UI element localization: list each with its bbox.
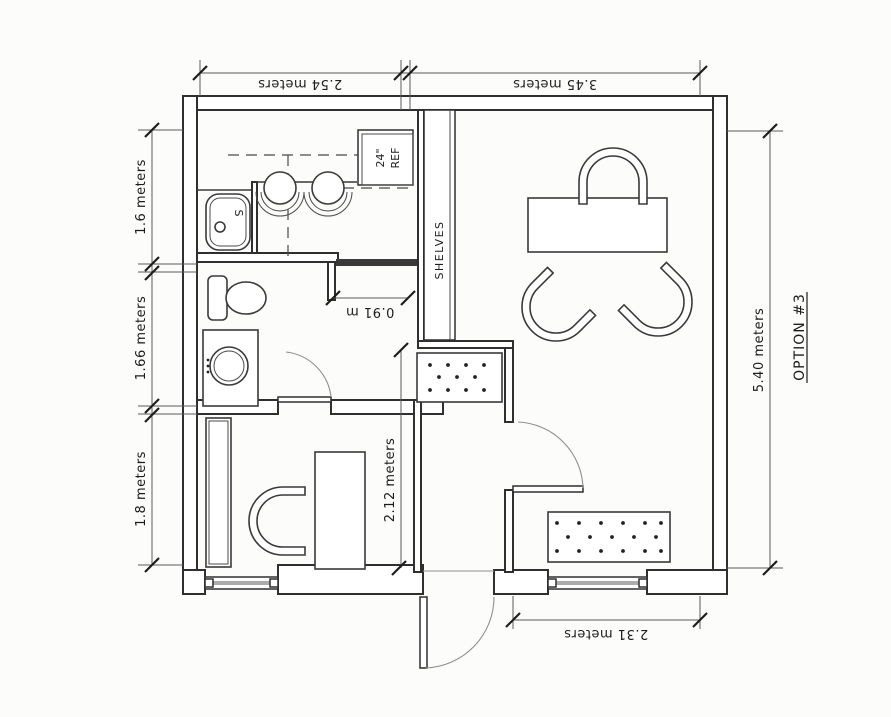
tub-mark: S	[232, 210, 245, 217]
option-label: OPTION #3	[792, 293, 808, 381]
office-desk-chair	[578, 147, 648, 205]
shelves-label: SHELVES	[433, 220, 446, 279]
window-bottom-left	[204, 576, 279, 590]
kitchen-dashed-counter	[228, 154, 413, 258]
kitchen-counter-bar	[336, 259, 424, 266]
outer-walls	[182, 95, 728, 595]
dimension-left: 1.6 meters 1.66 meters 1.8 meters	[134, 122, 197, 573]
dimension-bottom: 2.31 meters	[505, 596, 708, 641]
vanity-sink	[202, 329, 259, 407]
guest-chair-left	[521, 266, 597, 342]
bookcase	[205, 417, 232, 568]
dim-top-right-label: 3.45 meters	[513, 76, 597, 91]
office-desk	[527, 197, 668, 253]
small-desk	[314, 451, 366, 570]
dimension-top: 2.54 meters 3.45 meters	[192, 60, 708, 110]
dimension-right: 5.40 meters	[727, 123, 783, 576]
dim-left-lower-label: 1.8 meters	[134, 451, 149, 527]
utility-sink: S	[205, 193, 251, 251]
guest-chair-right	[617, 261, 693, 337]
shelves-unit: SHELVES	[423, 109, 456, 341]
dimension-door-opening: 0.91 m	[325, 290, 416, 319]
toilet	[207, 275, 267, 321]
option-title: OPTION #3	[792, 292, 808, 383]
dim-door-label: 0.91 m	[346, 304, 395, 319]
dimension-hall: 2.12 meters	[383, 342, 409, 576]
small-desk-chair	[248, 486, 306, 556]
fridge-label-size: 24"	[374, 148, 387, 167]
living-rug	[547, 511, 671, 563]
dim-top-left-label: 2.54 meters	[258, 76, 342, 91]
refrigerator: 24" REF	[357, 129, 414, 186]
window-bottom-right	[547, 576, 648, 590]
kitchen-stool-right	[303, 171, 353, 217]
dim-bottom-label: 2.31 meters	[564, 626, 648, 641]
kitchen-stool-left	[255, 171, 305, 217]
fridge-label-ref: REF	[389, 148, 402, 169]
dim-left-upper-label: 1.6 meters	[134, 159, 149, 235]
hall-rug	[416, 352, 503, 403]
hall-door	[512, 421, 584, 493]
entry-door	[419, 570, 495, 669]
dim-hall-label: 2.12 meters	[383, 438, 398, 522]
bathroom-door	[277, 351, 332, 403]
dim-left-middle-label: 1.66 meters	[134, 296, 149, 380]
dim-right-label: 5.40 meters	[752, 308, 767, 392]
